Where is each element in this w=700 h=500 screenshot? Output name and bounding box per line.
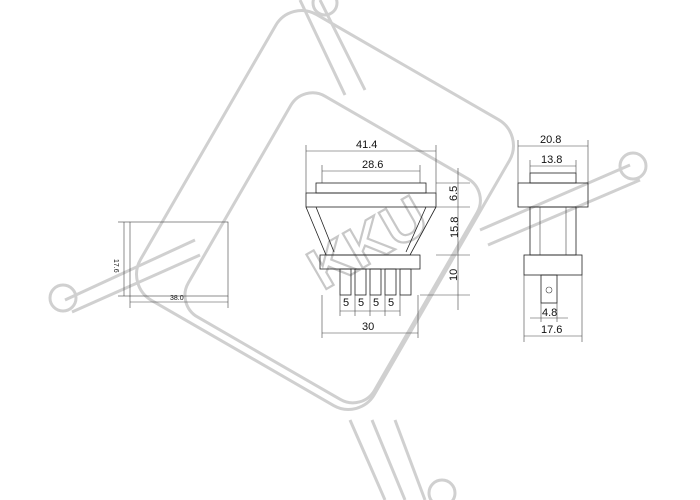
front-inner-width-label: 28.6: [362, 159, 383, 171]
pin-pitch-2-label: 5: [358, 297, 364, 309]
pin-pitch-3-label: 5: [373, 297, 379, 309]
watermark-logo: KKU: [48, 0, 648, 500]
side-pin-width-label: 4.8: [542, 307, 557, 319]
side-bottom-width-label: 17.6: [541, 324, 562, 336]
front-body-height-label: 15.8: [449, 217, 461, 238]
side-view: 20.8 13.8 4.8 17.6: [517, 134, 589, 342]
front-cap-height-label: 6.5: [448, 186, 460, 201]
cutout-view: 17.6 38.0: [112, 221, 229, 308]
pin-pitch-4-label: 5: [388, 297, 394, 309]
cutout-width-label: 38.0: [170, 295, 184, 302]
front-view: 41.4 28.6 6.5 15.8 10 5 5 5 5 30: [305, 139, 470, 338]
side-inner-width-label: 13.8: [541, 154, 562, 166]
side-top-width-label: 20.8: [540, 134, 561, 146]
cutout-height-label: 17.6: [112, 259, 119, 273]
watermark-text: KKU: [297, 183, 438, 302]
front-pin-span-label: 30: [362, 321, 374, 333]
front-overall-width-label: 41.4: [356, 139, 377, 151]
front-pin-height-label: 10: [448, 269, 460, 281]
pin-pitch-1-label: 5: [343, 297, 349, 309]
